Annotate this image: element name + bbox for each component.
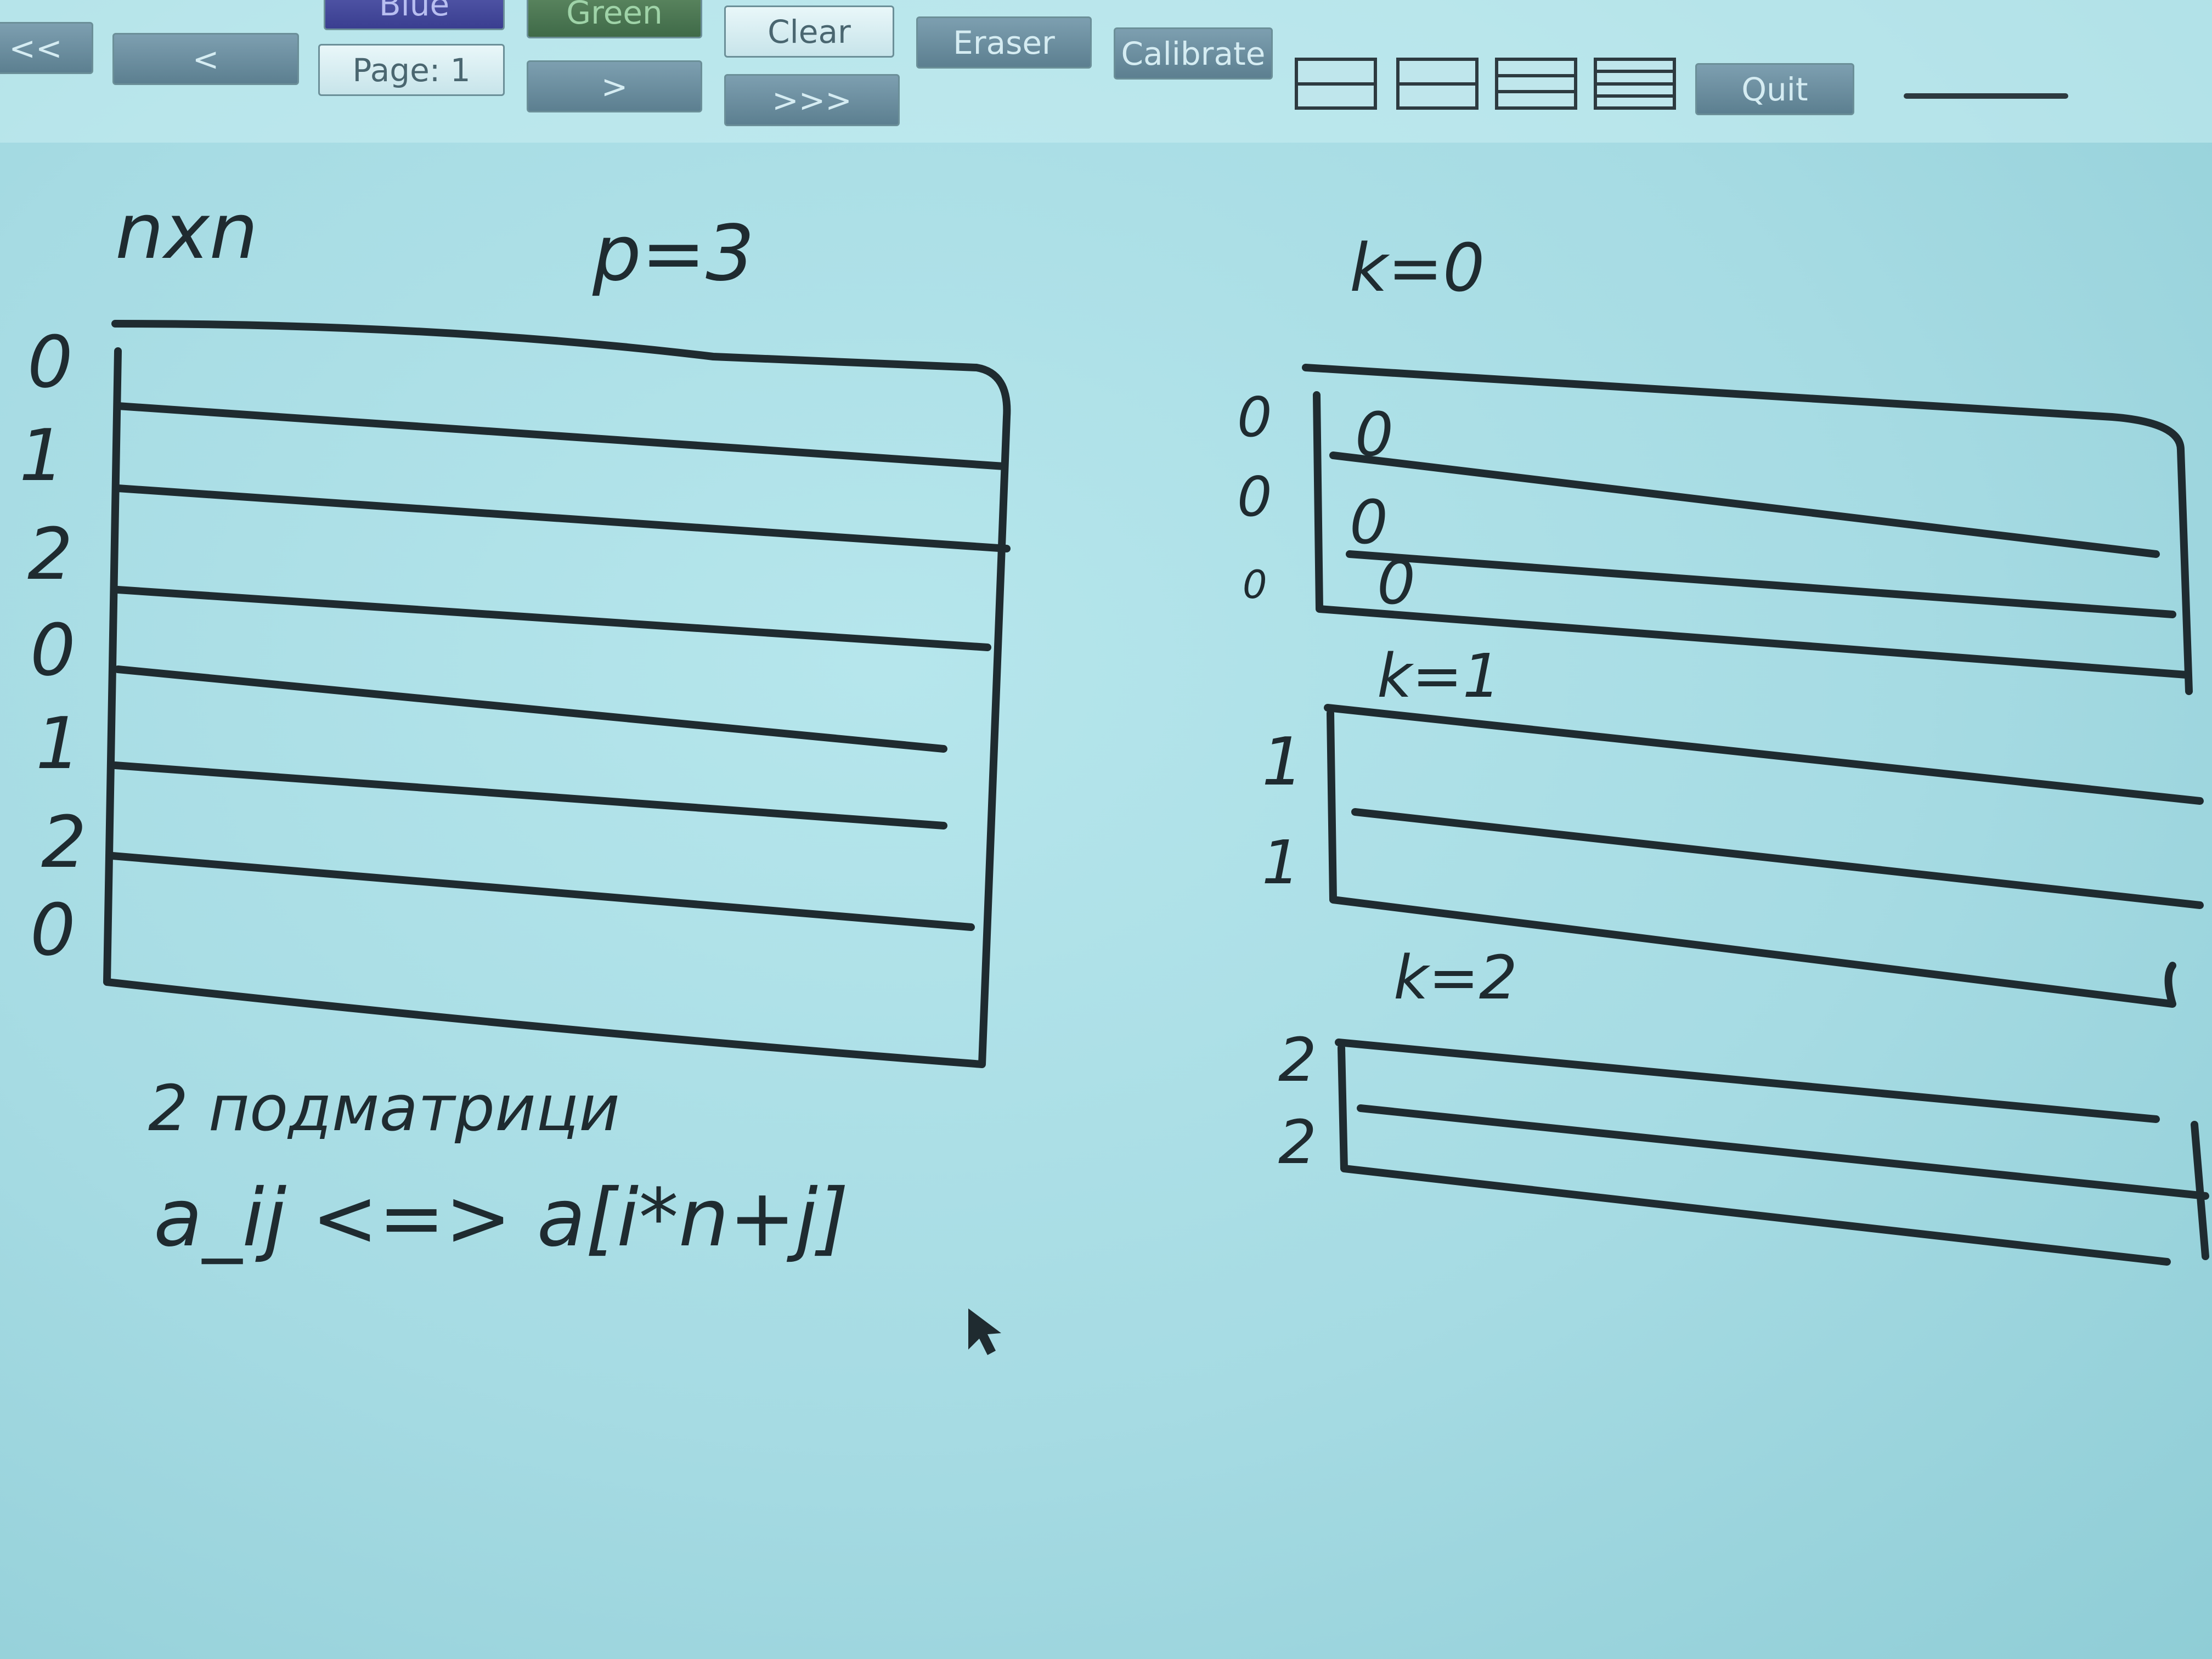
layout-line (1597, 82, 1673, 86)
clear-label: Clear (768, 13, 851, 50)
row-label: 0 (27, 320, 73, 404)
k1-row-divider (1351, 808, 2204, 909)
right-partition-diagram: k=0 0 0 0 0 0 0 k=1 1 1 k=2 2 2 (1237, 230, 2209, 1266)
one-line-layout-icon[interactable] (1295, 58, 1377, 110)
layout-line (1498, 74, 1574, 77)
eraser-button[interactable]: Eraser (916, 16, 1092, 69)
layout-line (1400, 82, 1475, 86)
k2-block-side (2191, 1121, 2209, 1260)
next-page-label: > (601, 67, 628, 105)
k0-row-label: 0 (1243, 562, 1267, 607)
green-pen-button[interactable]: Green (527, 0, 702, 38)
next-page-button[interactable]: > (527, 60, 702, 112)
left-matrix-diagram: nxn p=3 0 1 2 0 1 2 0 2 подматрици a_ij … (19, 187, 1011, 1355)
k0-block-top (1302, 364, 2193, 695)
caption-text: 2 подматрици (148, 1072, 620, 1146)
quit-label: Quit (1741, 70, 1808, 108)
row-label: 0 (30, 608, 76, 692)
k2-row-label: 2 (1278, 1025, 1317, 1095)
last-page-button[interactable]: >>> (724, 74, 900, 126)
k2-row-label: 2 (1278, 1107, 1317, 1177)
four-line-layout-icon[interactable] (1594, 58, 1676, 110)
blue-pen-button[interactable]: Blue (324, 0, 505, 30)
previous-page-button[interactable]: < (112, 33, 299, 85)
row-divider (114, 484, 1011, 552)
k1-block-frame (1327, 709, 2176, 1008)
row-divider (109, 852, 975, 931)
k0-row-label: 0 (1237, 385, 1272, 449)
k0-row-divider (1329, 452, 2160, 558)
k0-inner-label: 0 (1350, 487, 1388, 557)
last-page-label: >>> (772, 81, 852, 119)
three-line-layout-icon[interactable] (1495, 58, 1577, 110)
k2-label: k=2 (1393, 943, 1517, 1013)
first-page-button[interactable]: << (0, 22, 93, 74)
layout-line (1597, 94, 1673, 98)
k2-block-frame (1338, 1044, 2171, 1266)
k2-row-divider (1357, 1104, 2209, 1200)
layout-line (1298, 82, 1374, 86)
row-label: 0 (30, 888, 76, 972)
calibrate-button[interactable]: Calibrate (1114, 27, 1273, 80)
row-label: 2 (27, 512, 73, 596)
k0-row-divider (1346, 550, 2176, 618)
row-label: 1 (19, 414, 65, 497)
row-divider (114, 586, 991, 651)
clear-button[interactable]: Clear (724, 5, 894, 58)
page-number-display: Page: 1 (318, 44, 505, 96)
layout-line (1498, 90, 1574, 94)
k2-block-top (1335, 1039, 2160, 1123)
toolbar: Blue Green Clear Eraser Calibrate (0, 0, 2212, 143)
first-page-label: << (9, 29, 63, 67)
calibrate-label: Calibrate (1121, 35, 1266, 72)
row-label: 2 (41, 800, 87, 884)
k0-row-label: 0 (1237, 465, 1272, 529)
k1-row-label: 1 (1262, 724, 1304, 800)
row-divider (114, 665, 947, 753)
mouse-cursor-icon (968, 1308, 1001, 1355)
k1-block-top (1324, 704, 2204, 805)
green-pen-label: Green (566, 0, 663, 31)
matrix-size-label: nxn (115, 187, 258, 276)
page-number-label: Page: 1 (352, 51, 471, 89)
k1-row-label: 1 (1262, 827, 1300, 898)
eraser-label: Eraser (953, 24, 1055, 61)
blue-pen-label: Blue (379, 0, 450, 23)
k1-label: k=1 (1377, 641, 1501, 711)
row-divider (114, 402, 1008, 470)
quit-button[interactable]: Quit (1695, 63, 1854, 115)
layout-line (1597, 70, 1673, 74)
row-divider (111, 761, 947, 830)
row-label: 1 (36, 702, 81, 785)
process-count-label: p=3 (592, 209, 754, 298)
two-line-layout-icon[interactable] (1396, 58, 1479, 110)
k0-block-frame (1313, 391, 2190, 679)
index-formula: a_ij <=> a[i*n+j] (154, 1172, 849, 1265)
previous-page-label: < (192, 40, 219, 78)
pen-width-indicator[interactable] (1904, 93, 2068, 99)
k0-label: k=0 (1350, 230, 1485, 307)
matrix-frame (103, 320, 1011, 1068)
